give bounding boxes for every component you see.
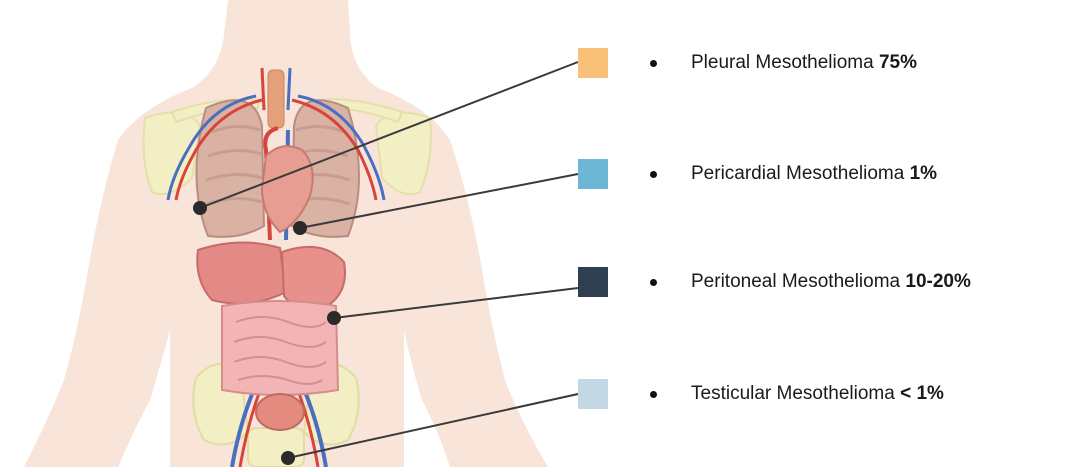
peritoneal-name: Peritoneal Mesothelioma <box>691 271 905 292</box>
intestines <box>222 301 338 395</box>
testicular-label: Testicular Mesothelioma < 1% <box>691 383 944 405</box>
pleural-label: Pleural Mesothelioma 75% <box>691 52 917 74</box>
pleural-name: Pleural Mesothelioma <box>691 52 879 73</box>
trachea <box>268 70 284 128</box>
legend-item-pericardial: Pericardial Mesothelioma 1% <box>578 157 937 191</box>
legend-item-peritoneal: Peritoneal Mesothelioma 10-20% <box>578 265 971 299</box>
peritoneal-label: Peritoneal Mesothelioma 10-20% <box>691 271 971 293</box>
pleural-marker <box>193 201 207 215</box>
legend-item-pleural: Pleural Mesothelioma 75% <box>578 46 917 80</box>
pericardial-label: Pericardial Mesothelioma 1% <box>691 163 937 185</box>
pericardial-name: Pericardial Mesothelioma <box>691 163 910 184</box>
neck-vein <box>288 68 290 110</box>
pericardial-marker <box>293 221 307 235</box>
left-lung <box>196 100 264 237</box>
bullet-icon <box>650 60 657 67</box>
peritoneal-marker <box>327 311 341 325</box>
testicular-marker <box>281 451 295 465</box>
sacrum <box>248 428 304 467</box>
pericardial-percent: 1% <box>910 163 937 184</box>
testicular-percent: < 1% <box>900 383 944 404</box>
bullet-icon <box>650 391 657 398</box>
pleural-swatch <box>578 48 608 78</box>
peritoneal-swatch <box>578 267 608 297</box>
peritoneal-percent: 10-20% <box>905 271 971 292</box>
bullet-icon <box>650 171 657 178</box>
pericardial-swatch <box>578 159 608 189</box>
liver <box>197 242 286 303</box>
pleural-percent: 75% <box>879 52 917 73</box>
testicular-name: Testicular Mesothelioma <box>691 383 900 404</box>
legend-item-testicular: Testicular Mesothelioma < 1% <box>578 377 944 411</box>
testicular-swatch <box>578 379 608 409</box>
bladder <box>256 394 304 430</box>
bullet-icon <box>650 279 657 286</box>
neck-artery <box>262 68 264 110</box>
